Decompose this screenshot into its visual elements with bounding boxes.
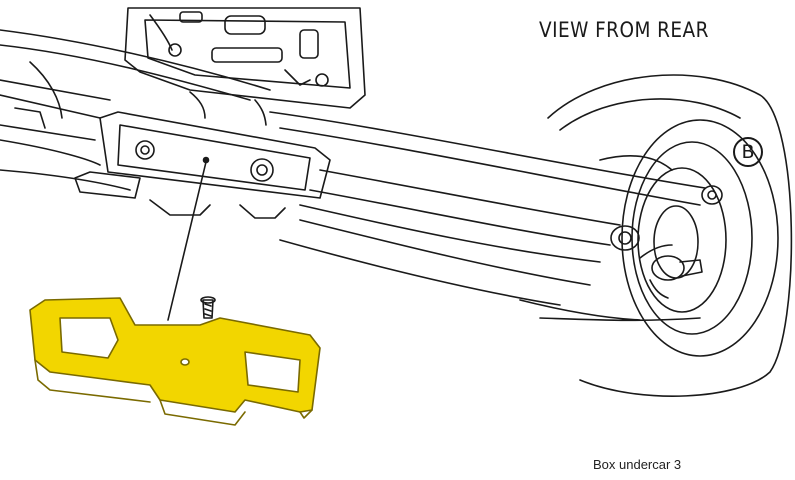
crossmember bbox=[74, 91, 331, 219]
shield-plate-highlighted bbox=[29, 297, 321, 426]
frame-rails bbox=[0, 29, 271, 191]
view-title: VIEW FROM REAR bbox=[539, 18, 709, 42]
wheel-hub-icon bbox=[637, 167, 727, 313]
figure-caption: Box undercar 3 bbox=[593, 457, 682, 472]
wheel-assembly bbox=[547, 74, 793, 397]
nut-icon bbox=[250, 158, 274, 182]
nut-icon bbox=[135, 140, 155, 160]
nut-icon bbox=[651, 255, 685, 281]
trailing-arms bbox=[269, 111, 706, 322]
hub-hardware bbox=[610, 185, 723, 299]
leader-line bbox=[167, 161, 207, 321]
callout-circle-icon bbox=[733, 137, 763, 167]
bolt-icon bbox=[200, 296, 216, 319]
bolt-icon bbox=[315, 73, 329, 87]
callout-label: B bbox=[741, 141, 755, 163]
upper-bracket bbox=[124, 7, 366, 109]
bolt-icon bbox=[168, 43, 182, 57]
bolt-icon bbox=[701, 185, 723, 205]
